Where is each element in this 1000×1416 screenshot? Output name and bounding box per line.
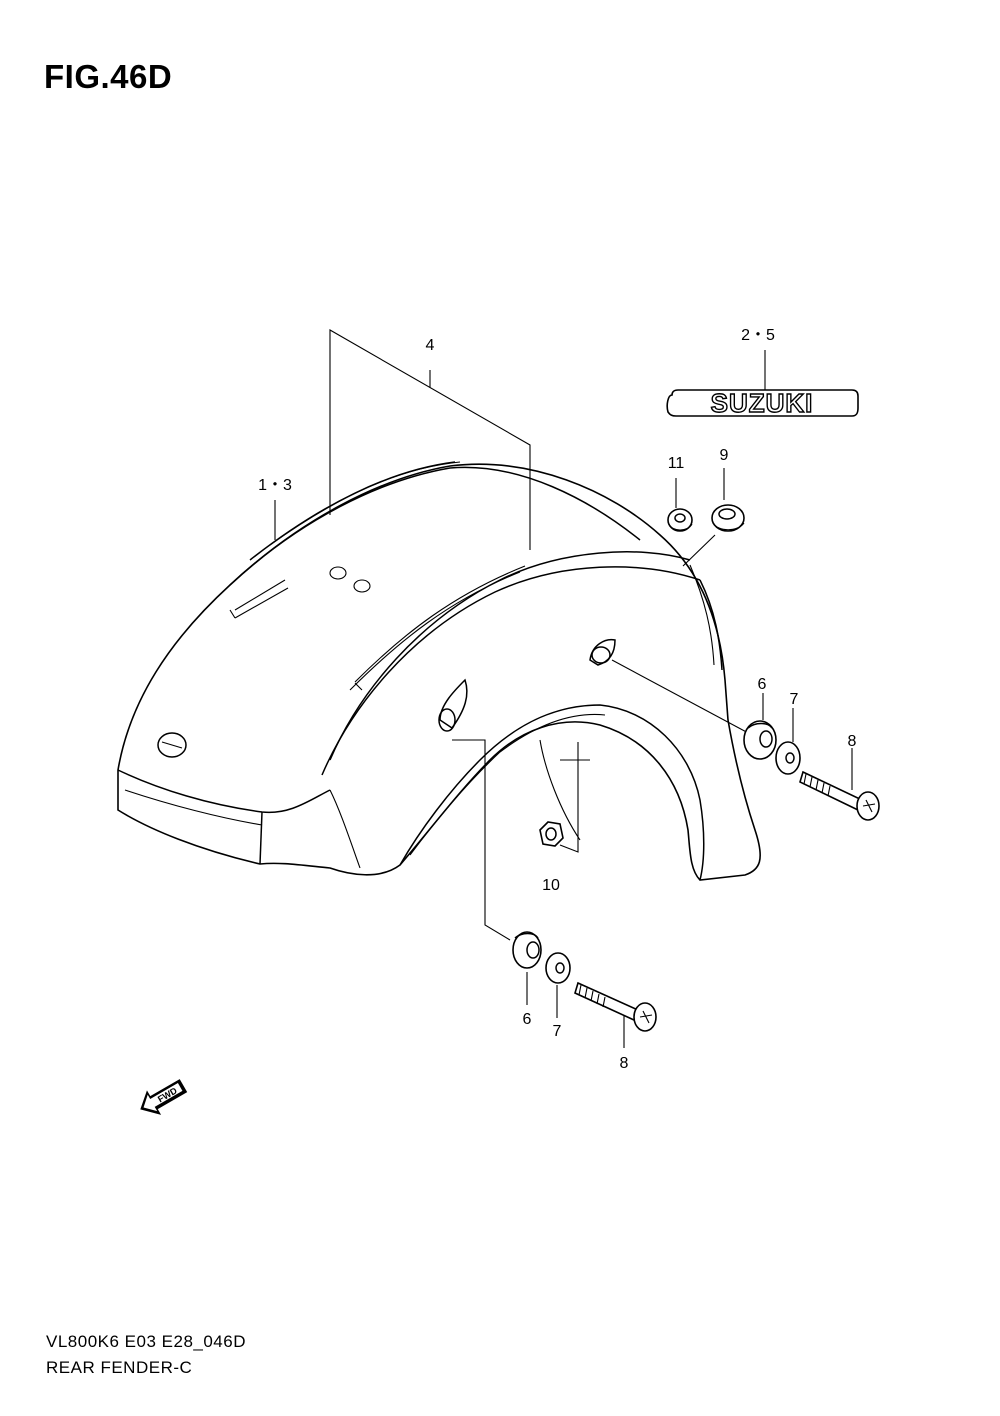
figure-code: VL800K6 E03 E28_046D	[46, 1332, 246, 1351]
bolt-upper	[799, 770, 880, 821]
grommet-upper	[743, 720, 777, 760]
figure-title: FIG.46D	[44, 58, 173, 95]
callout-1-3: 1・3	[258, 477, 292, 494]
emblem-text: SUZUKI	[711, 388, 814, 418]
washer-lower	[545, 952, 571, 984]
suzuki-emblem: SUZUKI	[666, 387, 859, 419]
fwd-arrow-icon: FWD	[140, 1079, 188, 1115]
callout-7-lower: 7	[553, 1023, 562, 1040]
bolt-lower	[574, 981, 657, 1032]
callout-9: 9	[720, 447, 729, 464]
callout-8-upper: 8	[848, 733, 857, 750]
callout-6-upper: 6	[758, 676, 767, 693]
callout-8-lower: 8	[620, 1055, 629, 1072]
callout-6-lower: 6	[523, 1011, 532, 1028]
callout-11: 11	[668, 455, 685, 472]
leader-lines	[274, 329, 853, 1048]
figure-name: REAR FENDER-C	[46, 1358, 193, 1377]
nut-10	[539, 821, 564, 847]
callout-2-5: 2・5	[741, 327, 775, 344]
grommet-11	[667, 508, 693, 532]
callout-10: 10	[542, 877, 560, 894]
rear-fender	[117, 461, 761, 881]
callout-4: 4	[426, 337, 435, 354]
grommet-9	[711, 504, 745, 532]
grommet-lower	[512, 931, 542, 969]
callout-labels: 1・3 4 2・5 11 9 6 7 8 10 6 7 8	[258, 327, 856, 1072]
callout-7-upper: 7	[790, 691, 799, 708]
washer-upper	[775, 741, 801, 775]
